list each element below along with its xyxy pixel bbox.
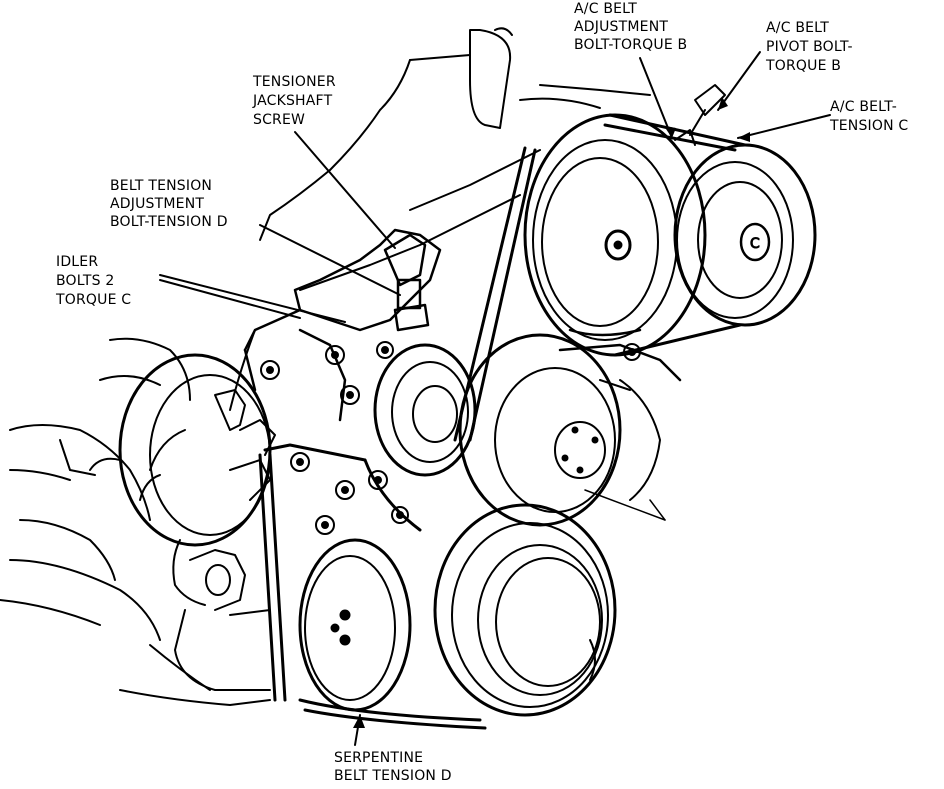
leader-arrowheads [353,97,750,728]
label-belt-adjust-line3: BOLT-TENSION D [110,214,228,230]
label-ac-tension-line2: TENSION C [829,118,908,134]
ac-pivot-bolt [674,84,726,146]
label-idler-line1: IDLER [56,254,98,270]
label-idler-line2: BOLTS 2 [56,273,114,289]
ac-compressor-pulley: C [673,143,817,327]
leader-belt-adjust [259,224,401,296]
leader-ac-adjust [639,57,673,139]
label-serpentine-line1: SERPENTINE [334,750,423,766]
bracket-bolts [260,341,641,535]
ac-pulley-mark: C [750,236,760,252]
label-tensioner-line3: SCREW [253,112,305,128]
leader-tensioner [294,131,396,249]
label-ac-pivot-line1: A/C BELT [766,20,829,36]
label-belt-tension-adjustment: BELT TENSION ADJUSTMENT BOLT-TENSION D [110,178,228,230]
label-idler-bolts: IDLER BOLTS 2 TORQUE C [55,254,131,308]
label-ac-tension-line1: A/C BELT- [830,99,897,115]
idler-pulley [373,343,477,477]
label-ac-adjust-line1: A/C BELT [574,1,637,17]
label-ac-belt-pivot: A/C BELT PIVOT BOLT- TORQUE B [765,20,853,74]
label-serpentine-belt: SERPENTINE BELT TENSION D [334,750,452,784]
label-ac-adjust-line3: BOLT-TORQUE B [574,37,687,53]
label-ac-pivot-line2: PIVOT BOLT- [766,39,853,55]
crankshaft-pulley [433,503,617,717]
label-belt-adjust-line2: ADJUSTMENT [110,196,204,212]
label-ac-adjust-line2: ADJUSTMENT [574,19,668,35]
power-steering-pump [172,539,271,691]
label-serpentine-line2: BELT TENSION D [334,768,452,784]
leader-idler-2 [159,279,301,319]
label-tensioner-line2: JACKSHAFT [252,93,333,109]
label-tensioner-line1: TENSIONER [252,74,336,90]
label-belt-adjust-line1: BELT TENSION [110,178,212,194]
engine-block-outline [0,27,666,706]
label-ac-belt-tension: A/C BELT- TENSION C [829,99,908,134]
leader-ac-pivot [717,51,761,111]
water-pump-pulley [458,333,666,527]
power-steering-pulley [298,538,412,712]
tensioner-jackshaft-screw [383,233,430,332]
label-tensioner-jackshaft: TENSIONER JACKSHAFT SCREW [252,74,336,128]
ac-belt [603,113,747,357]
leader-lines [159,51,831,746]
leader-idler-1 [159,274,346,323]
alternator [118,353,276,547]
leader-ac-tension [737,114,831,139]
serpentine-belt [258,146,537,730]
label-ac-belt-adjustment: A/C BELT ADJUSTMENT BOLT-TORQUE B [574,1,687,53]
label-idler-line3: TORQUE C [55,292,131,308]
label-ac-pivot-line3: TORQUE B [765,58,841,74]
